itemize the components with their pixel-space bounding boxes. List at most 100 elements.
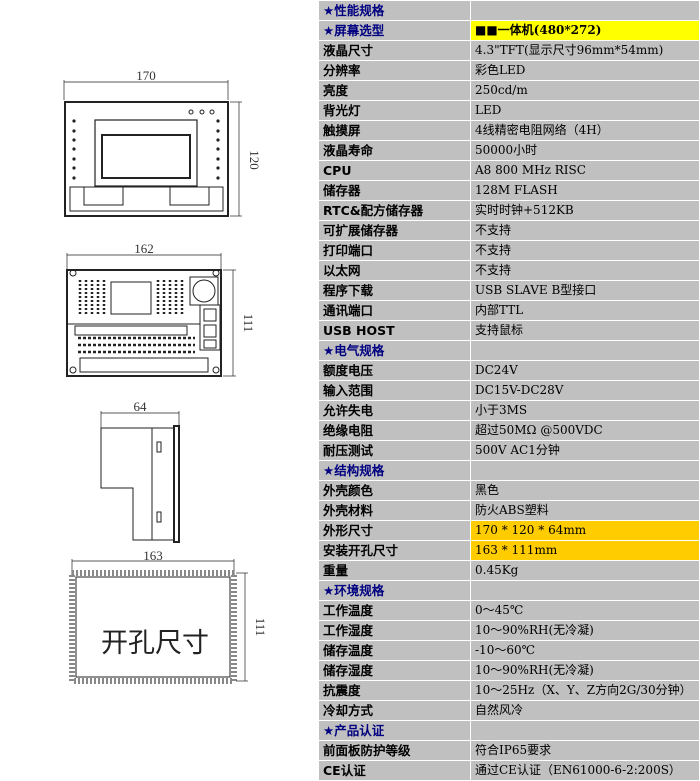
spec-label: ★环境规格 [318,580,471,601]
spec-label: CE认证 [318,760,471,781]
spec-value: 超过50MΩ @500VDC [470,420,700,441]
section-header-row: ★电气规格 [318,340,700,361]
spec-value: 50000小时 [470,140,700,161]
spec-value [470,580,700,601]
spec-label: CPU [318,160,471,181]
spec-value: -10～60℃ [470,640,700,661]
spec-label: 液晶尺寸 [318,40,471,61]
spec-label: 液晶寿命 [318,140,471,161]
spec-value: 黑色 [470,480,700,501]
spec-value: 不支持 [470,240,700,261]
spec-value: 4线精密电阻网络（4H） [470,120,700,141]
spec-label: ★产品认证 [318,720,471,741]
spec-label: 安装开孔尺寸 [318,540,471,561]
spec-row: 绝缘电阻超过50MΩ @500VDC [318,420,700,441]
spec-value: 支持鼠标 [470,320,700,341]
spec-value: 4.3"TFT(显示尺寸96mm*54mm) [470,40,700,61]
spec-label: 外壳颜色 [318,480,471,501]
spec-value: DC24V [470,360,700,381]
spec-row: 允许失电小于3MS [318,400,700,421]
spec-label: 以太网 [318,260,471,281]
spec-value [470,0,700,21]
section-header-row: ★产品认证 [318,720,700,741]
spec-label: 绝缘电阻 [318,420,471,441]
front-view-drawing [63,80,242,217]
spec-row: 前面板防护等级符合IP65要求 [318,740,700,761]
spec-value: 0～45℃ [470,600,700,621]
spec-label: 冷却方式 [318,700,471,721]
spec-label: 可扩展储存器 [318,220,471,241]
spec-label: 重量 [318,560,471,581]
spec-label: 输入范围 [318,380,471,401]
spec-value: 不支持 [470,220,700,241]
spec-value: DC15V-DC28V [470,380,700,401]
spec-label: 储存器 [318,180,471,201]
spec-value: 170 * 120 * 64mm [470,520,700,541]
spec-row: 外壳颜色黑色 [318,480,700,501]
section-header-row: ★屏幕选型■■一体机(480*272) [318,20,700,41]
spec-value [470,340,700,361]
spec-value: 符合IP65要求 [470,740,700,761]
back-height-label: 111 [241,314,256,333]
spec-value: 10～90%RH(无冷凝) [470,660,700,681]
spec-label: 分辨率 [318,60,471,81]
spec-label: 前面板防护等级 [318,740,471,761]
spec-value: ■■一体机(480*272) [470,20,700,41]
section-header-row: ★环境规格 [318,580,700,601]
spec-label: 通讯端口 [318,300,471,321]
spec-label: 外形尺寸 [318,520,471,541]
spec-label: 储存湿度 [318,660,471,681]
spec-value: 防火ABS塑料 [470,500,700,521]
spec-label: 触摸屏 [318,120,471,141]
spec-label: 亮度 [318,80,471,101]
spec-value: LED [470,100,700,121]
spec-row: 可扩展储存器不支持 [318,220,700,241]
spec-value: 10～90%RH(无冷凝) [470,620,700,641]
back-view-drawing [66,253,236,377]
spec-row: RTC&配方储存器实时时钟+512KB [318,200,700,221]
spec-value: 实时时钟+512KB [470,200,700,221]
spec-row: 储存温度-10～60℃ [318,640,700,661]
spec-label: ★性能规格 [318,0,471,21]
section-header-row: ★结构规格 [318,460,700,481]
cutout-label: 开孔尺寸 [101,628,209,659]
side-depth-label: 64 [134,399,148,414]
spec-label: 程序下载 [318,280,471,301]
spec-value: 0.45Kg [470,560,700,581]
spec-value: 128M FLASH [470,180,700,201]
cutout-height-label: 111 [253,618,268,637]
spec-value: 内部TTL [470,300,700,321]
cutout-drawing [69,559,248,684]
spec-value: 500V AC1分钟 [470,440,700,461]
spec-row: 分辨率彩色LED [318,60,700,81]
spec-label: 额度电压 [318,360,471,381]
spec-label: 外壳材料 [318,500,471,521]
front-height-label: 120 [247,150,262,170]
spec-row: 冷却方式自然风冷 [318,700,700,721]
spec-row: 打印端口不支持 [318,240,700,261]
spec-value: 小于3MS [470,400,700,421]
spec-value: A8 800 MHz RISC [470,160,700,181]
spec-label: 储存温度 [318,640,471,661]
spec-value: 通过CE认证（EN61000-6-2:200S） [470,760,700,781]
spec-label: USB HOST [318,320,471,341]
back-width-label: 162 [134,241,154,256]
spec-label: ★结构规格 [318,460,471,481]
spec-value: 250cd/m [470,80,700,101]
